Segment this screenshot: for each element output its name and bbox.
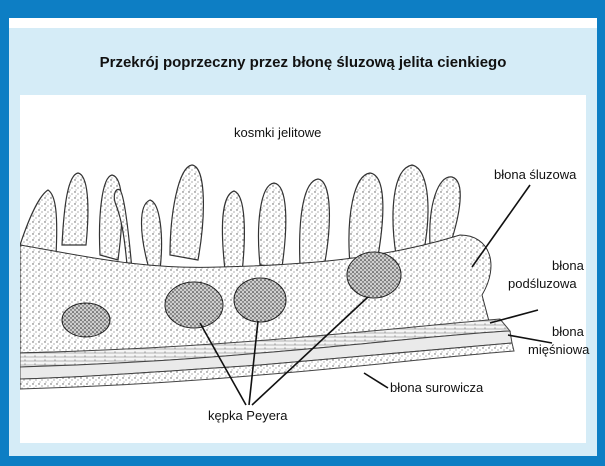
leader-mucosa — [472, 185, 530, 267]
label-submucosa-1: błona — [552, 258, 584, 273]
villus — [62, 173, 88, 245]
label-submucosa-2: podśluzowa — [508, 276, 577, 291]
lymphoid-nodule — [347, 252, 401, 298]
villus — [430, 177, 460, 245]
lymphoid-nodule — [234, 278, 286, 322]
header-tab — [0, 0, 190, 18]
label-mucosa: błona śluzowa — [494, 167, 576, 182]
villus — [300, 179, 330, 267]
content-panel: Przekrój poprzeczny przez błonę śluzową … — [9, 18, 597, 456]
label-peyer: kępka Peyera — [208, 408, 288, 423]
label-muscularis-2: mięśniowa — [528, 342, 589, 357]
label-villi: kosmki jelitowe — [234, 125, 321, 140]
intestine-illustration — [20, 95, 586, 443]
label-serosa: błona surowicza — [390, 380, 483, 395]
leader-submucosa — [490, 310, 538, 323]
villus — [259, 183, 286, 267]
villus — [100, 175, 122, 260]
label-muscularis-1: błona — [552, 324, 584, 339]
diagram-title: Przekrój poprzeczny przez błonę śluzową … — [9, 54, 597, 71]
villus — [20, 190, 57, 255]
top-band — [9, 18, 597, 28]
villus — [222, 191, 244, 273]
leader-serosa — [364, 373, 388, 388]
lymphoid-nodule — [165, 282, 223, 328]
lymphoid-nodule — [62, 303, 110, 337]
villus — [142, 200, 162, 270]
villus — [170, 165, 203, 260]
diagram-figure: kosmki jelitowe błona śluzowa błona podś… — [20, 95, 586, 443]
